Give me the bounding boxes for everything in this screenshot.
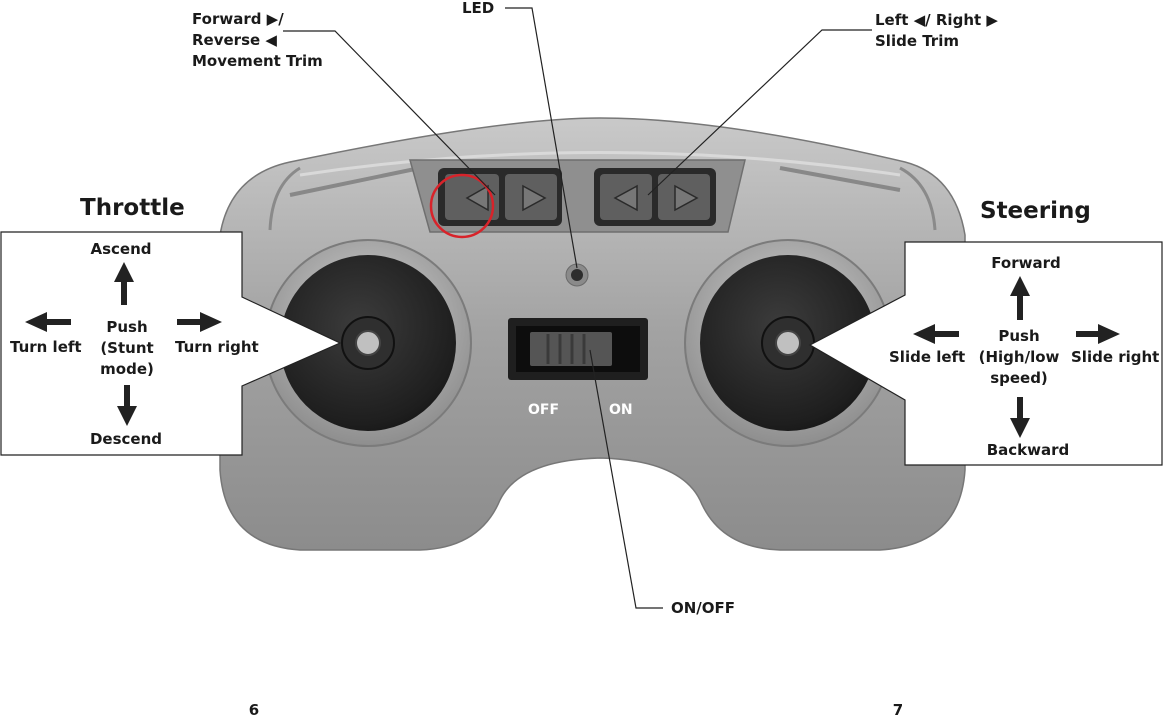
steering-down-label: Backward	[987, 441, 1070, 459]
slide-trim-buttons	[594, 168, 716, 226]
arrow-left-icon	[25, 312, 71, 332]
arrow-right-icon	[1076, 324, 1120, 344]
steering-center-line-3: speed)	[990, 369, 1048, 387]
slide-trim-label-1: Left ◀/ Right ▶	[875, 11, 998, 29]
steering-left-label: Slide left	[889, 348, 965, 366]
steering-stick	[684, 239, 892, 447]
on-off-leader	[589, 349, 663, 609]
steering-title: Steering	[980, 198, 1091, 224]
arrow-down-icon	[1010, 397, 1030, 438]
steering-center-line-1: Push	[998, 327, 1039, 345]
arrow-right-icon	[177, 312, 222, 332]
slide-right-trim-icon	[674, 184, 699, 212]
arrow-up-icon	[1010, 276, 1030, 320]
arrow-left-icon	[913, 324, 959, 344]
power-switch	[508, 318, 648, 380]
led-label: LED	[462, 0, 494, 17]
page-number-right: 7	[893, 701, 903, 716]
switch-on-label: ON	[609, 402, 633, 418]
throttle-title: Throttle	[80, 195, 185, 221]
throttle-center-line-2: (Stunt	[100, 339, 153, 357]
switch-off-label: OFF	[528, 402, 559, 418]
throttle-center-line-3: mode)	[100, 360, 154, 378]
led-leader	[505, 7, 578, 269]
page-number-left: 6	[249, 701, 259, 716]
led-indicator	[565, 263, 589, 287]
arrow-down-icon	[117, 385, 137, 426]
fwd-rev-trim-leader	[283, 30, 496, 196]
throttle-stick	[264, 239, 472, 447]
slide-left-trim-icon	[613, 184, 638, 212]
throttle-left-label: Turn left	[10, 338, 82, 356]
highlight-ring	[429, 173, 495, 239]
fwd-rev-trim-label-2: Reverse ◀	[192, 31, 277, 49]
throttle-right-label: Turn right	[175, 338, 259, 356]
arrow-up-icon	[114, 262, 134, 305]
fwd-rev-trim-label-3: Movement Trim	[192, 52, 323, 70]
forward-trim-icon	[522, 184, 547, 212]
on-off-label: ON/OFF	[671, 599, 735, 617]
reverse-trim-icon	[465, 184, 489, 212]
fwd-rev-trim-label-1: Forward ▶/	[192, 10, 284, 28]
steering-up-label: Forward	[991, 254, 1060, 272]
slide-trim-leader	[647, 29, 872, 196]
slide-trim-label-2: Slide Trim	[875, 32, 959, 50]
throttle-up-label: Ascend	[90, 240, 151, 258]
steering-center-line-2: (High/low	[979, 348, 1060, 366]
throttle-callout-box	[0, 231, 342, 456]
steering-right-label: Slide right	[1071, 348, 1159, 366]
throttle-down-label: Descend	[90, 430, 162, 448]
steering-callout-box	[808, 241, 1163, 466]
throttle-center-line-1: Push	[106, 318, 147, 336]
